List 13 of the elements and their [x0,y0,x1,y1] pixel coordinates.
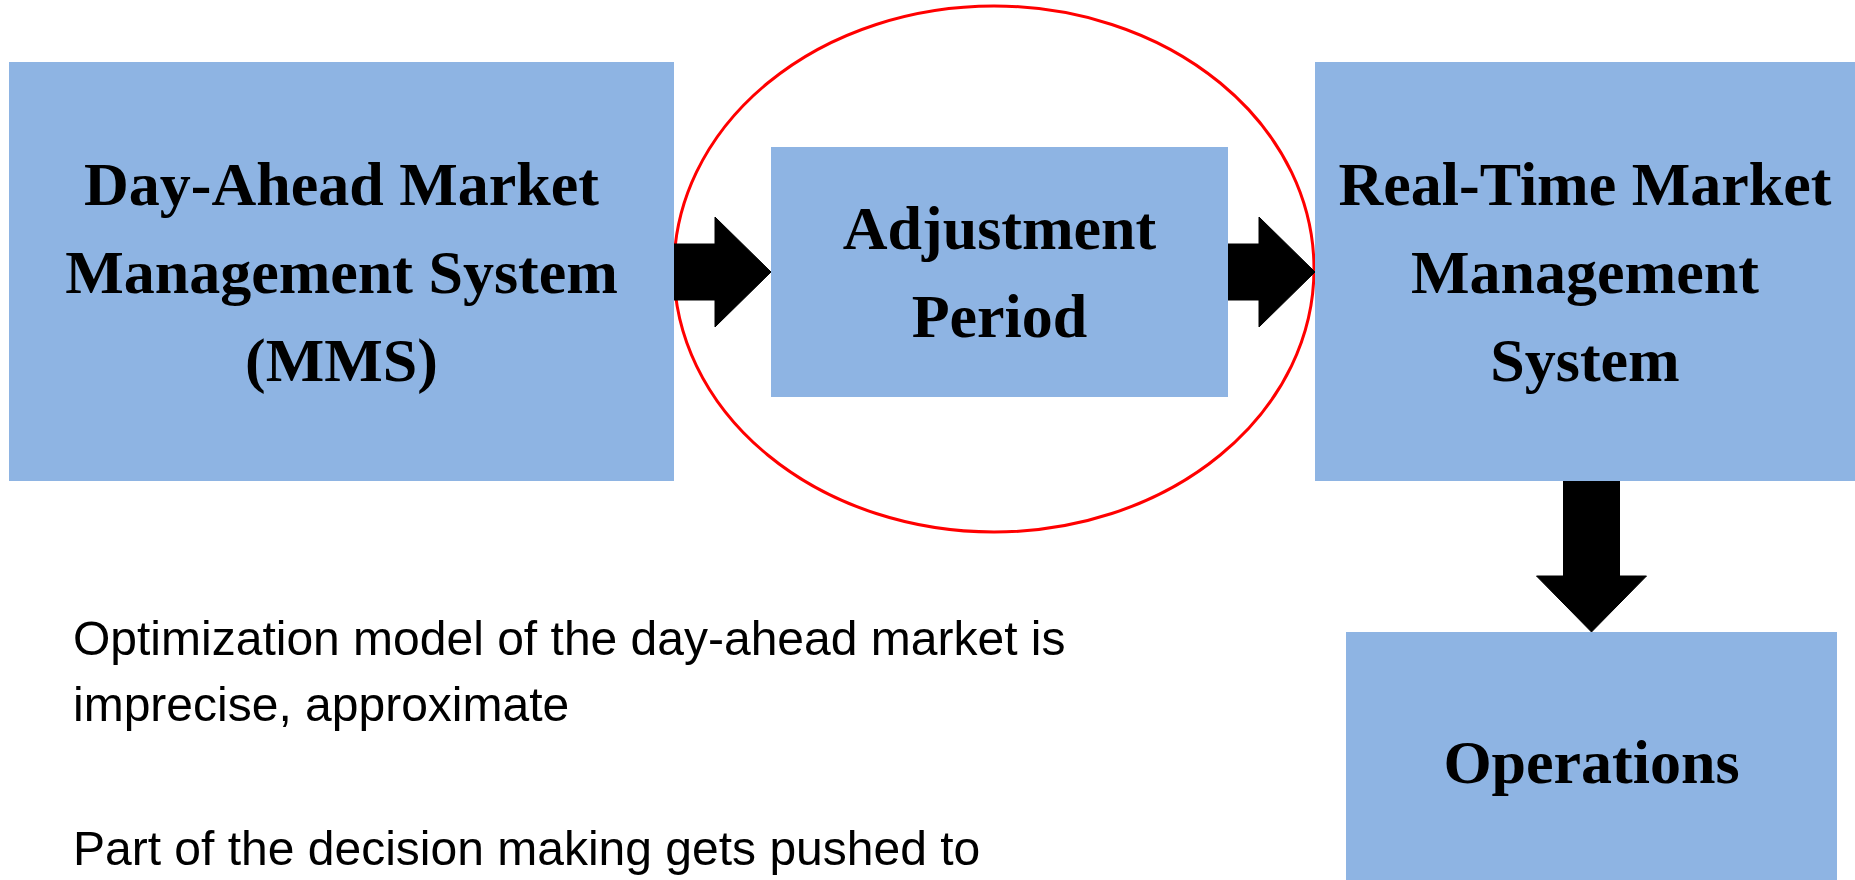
process-box [9,62,674,481]
box-label: Adjustment Period [841,193,1158,352]
block-arrow [1536,480,1647,633]
box-label: Operations [1443,727,1740,798]
block-arrow [1227,216,1316,328]
note-text: Part of the decision making gets pushed to [73,821,982,877]
block-arrow [673,216,772,328]
box-label: Real-Time Market Management System [1337,148,1833,396]
note-text: Optimization model of the day-ahead market is imprecise, approximate [73,611,1067,733]
process-box [1346,632,1837,880]
process-box [1315,62,1855,481]
box-label: Day-Ahead Market Management System (MMS) [64,148,619,396]
process-box [771,147,1228,397]
